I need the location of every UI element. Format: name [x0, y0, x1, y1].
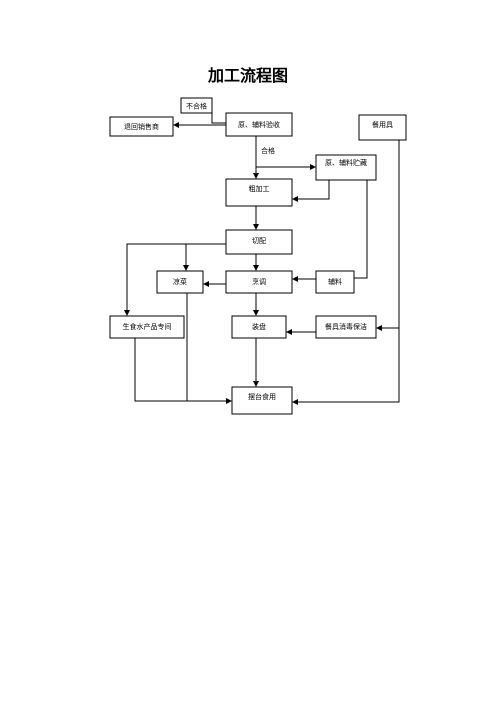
node-seafood: 生食水产品专间 — [109, 315, 185, 339]
node-return-seller: 退回销售商 — [109, 116, 174, 137]
node-receiving: 原、辅料验收 — [225, 112, 293, 137]
connectors — [124, 113, 400, 405]
node-plating: 装盘 — [231, 315, 287, 339]
node-tableware-label: 餐用具 — [372, 120, 393, 129]
node-cutting-label: 切配 — [252, 237, 266, 245]
node-serving: 摆台食用 — [231, 386, 293, 415]
node-rough-label: 粗加工 — [249, 184, 270, 193]
node-storage: 原、辅料贮藏 — [315, 154, 377, 181]
node-disinfection-label: 餐具消毒保洁 — [325, 322, 367, 331]
node-cutting: 切配 — [225, 229, 293, 255]
node-reject-label: 不合格 — [186, 102, 207, 111]
node-auxiliary-label: 辅料 — [328, 277, 342, 286]
node-cooking: 烹调 — [225, 270, 293, 294]
node-seafood-label: 生食水产品专间 — [123, 322, 172, 331]
edge-tableware-disinfection — [376, 140, 400, 331]
node-cold-dish: 凉菜 — [156, 270, 204, 294]
node-return-seller-label: 退回销售商 — [124, 122, 159, 131]
node-plating-label: 装盘 — [252, 322, 266, 331]
node-receiving-label: 原、辅料验收 — [238, 120, 280, 129]
node-disinfection: 餐具消毒保洁 — [315, 315, 377, 339]
pass-label: 合格 — [261, 146, 275, 155]
node-auxiliary: 辅料 — [315, 270, 355, 294]
edge-tableware-serving — [292, 328, 400, 405]
edge-receiving-reject — [211, 113, 226, 124]
node-rough: 粗加工 — [225, 178, 293, 207]
edge-cutting-cold — [183, 243, 226, 271]
edge-seafood-serving — [134, 338, 232, 404]
node-serving-label: 摆台食用 — [248, 392, 276, 401]
node-storage-label: 原、辅料贮藏 — [325, 158, 367, 167]
node-cold-dish-label: 凉菜 — [173, 277, 187, 286]
node-tableware: 餐用具 — [358, 114, 407, 141]
edge-storage-rough — [292, 180, 330, 202]
diagram-title: 加工流程图 — [207, 66, 288, 85]
node-reject: 不合格 — [180, 97, 213, 114]
node-cooking-label: 烹调 — [252, 277, 266, 286]
edge-storage-auxiliary — [354, 180, 368, 279]
